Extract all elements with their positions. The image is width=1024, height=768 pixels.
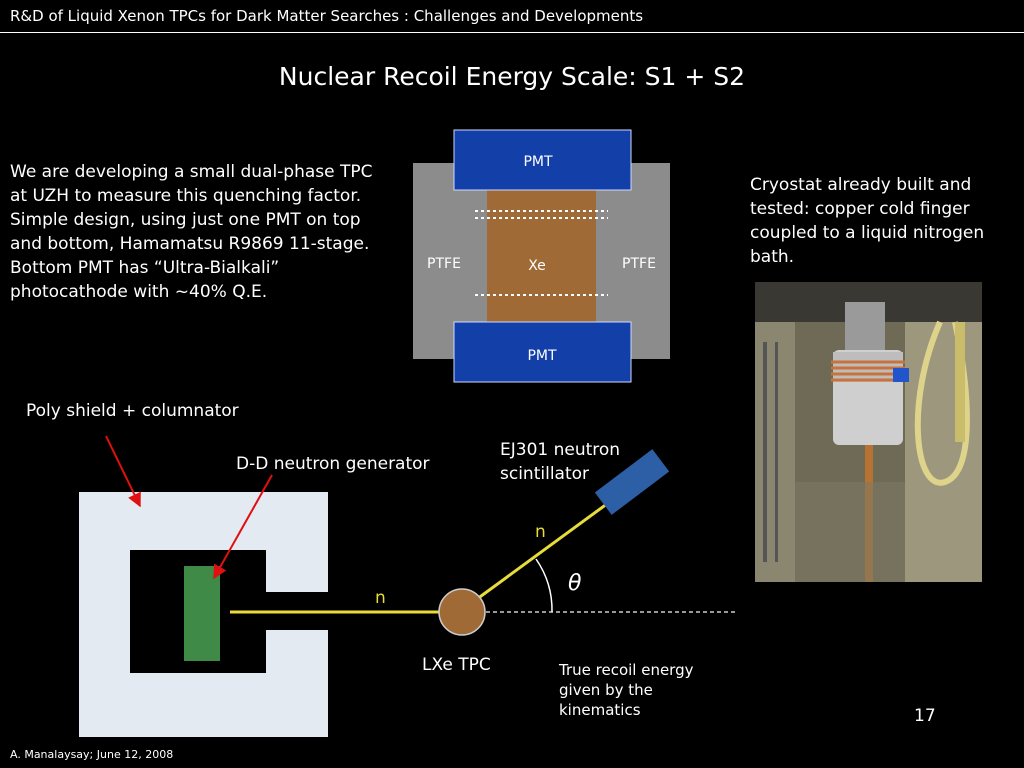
pmt-bottom-label: PMT [527, 348, 557, 364]
pmt-top [453, 129, 632, 191]
xenon-volume [487, 190, 596, 322]
footer-author-date: A. Manalaysay; June 12, 2008 [10, 748, 174, 761]
header-divider [0, 32, 1024, 33]
kinematics-note: True recoil energy given by the kinemati… [559, 661, 694, 719]
ptfe-right-label: PTFE [622, 256, 656, 272]
presentation-header: R&D of Liquid Xenon TPCs for Dark Matter… [10, 7, 644, 25]
dd-neutron-generator [184, 566, 220, 661]
ej301-scintillator [594, 449, 670, 515]
scattered-neutron-path [461, 496, 616, 612]
xenon-label: Xe [528, 258, 546, 274]
slide-title: Nuclear Recoil Energy Scale: S1 + S2 [278, 62, 746, 91]
scattered-neutron-label: n [535, 522, 546, 542]
intro-paragraph: We are developing a small dual-phase TPC… [10, 162, 373, 302]
ptfe-left-label: PTFE [427, 256, 461, 272]
pmt-bottom [453, 321, 632, 383]
scattering-setup-diagram: Poly shield + columnator D-D neutron gen… [26, 401, 735, 737]
lxe-tpc [438, 588, 486, 636]
poly-shield-arrow [105, 435, 141, 508]
tpc-cross-section: PMT PMT PTFE PTFE Xe [413, 129, 670, 383]
scintillator-label: EJ301 neutron scintillator [500, 440, 621, 484]
pmt-top-label: PMT [523, 154, 553, 170]
incident-neutron-label: n [375, 588, 386, 608]
scattering-angle-arc [535, 558, 553, 613]
cryostat-photo [755, 282, 982, 582]
page-number: 17 [914, 706, 936, 726]
poly-shield-label: Poly shield + columnator [26, 401, 239, 421]
cryostat-paragraph: Cryostat already built and tested: coppe… [750, 175, 985, 267]
generator-label: D-D neutron generator [236, 454, 430, 474]
generator-arrow [213, 474, 273, 580]
lxe-tpc-label: LXe TPC [422, 655, 491, 675]
theta-symbol: θ [568, 571, 582, 596]
